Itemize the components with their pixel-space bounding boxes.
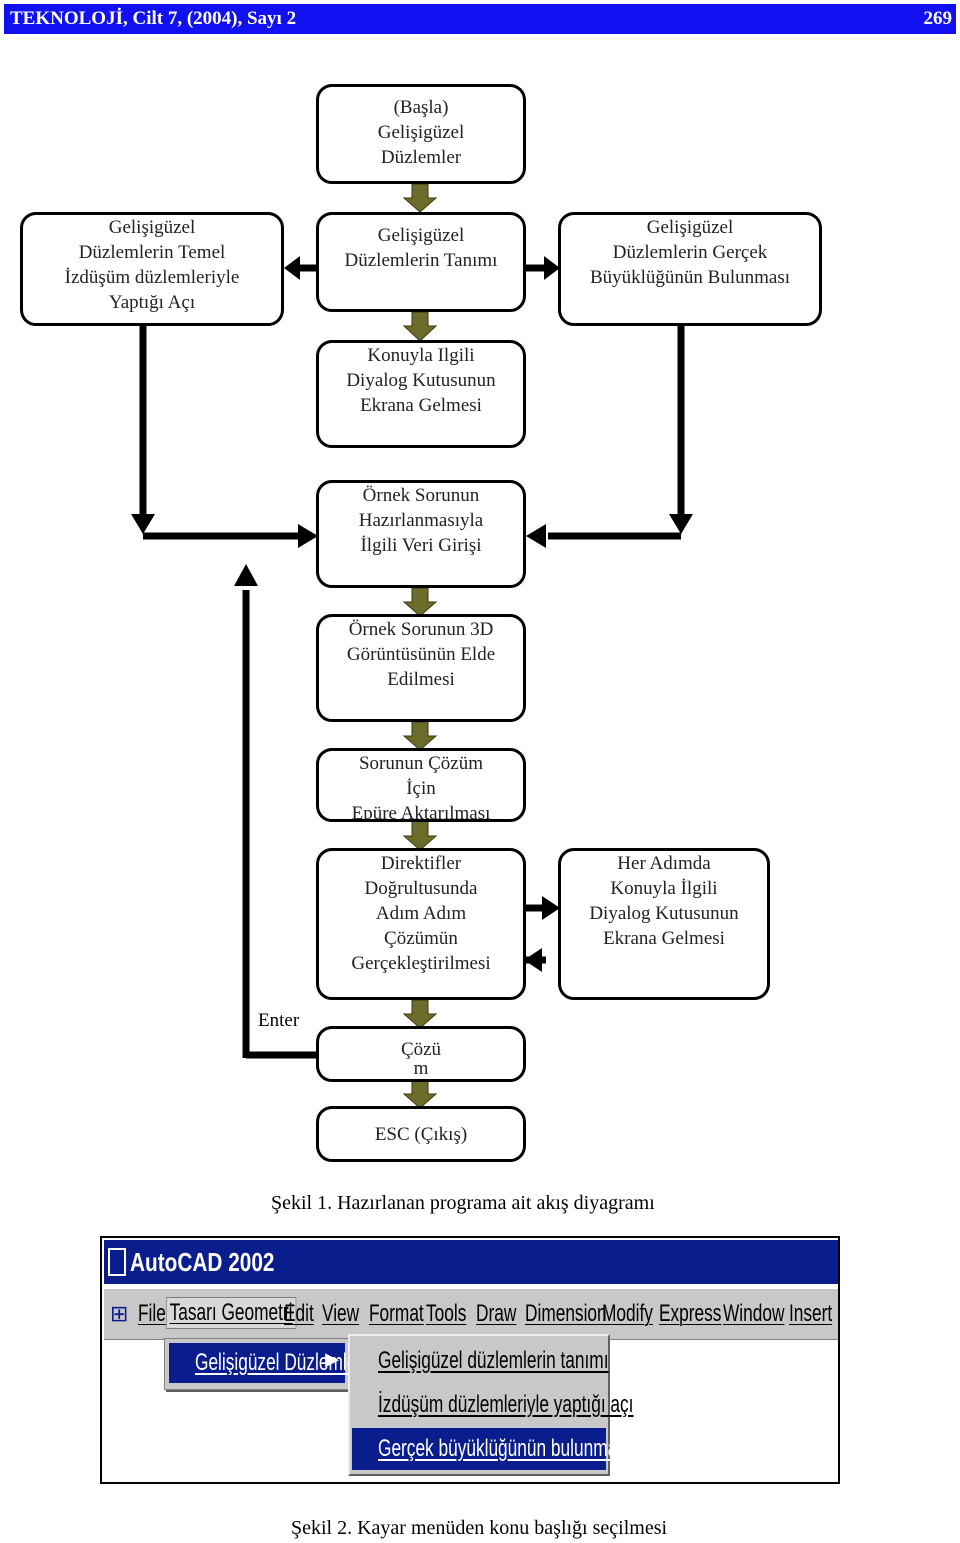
menu-file[interactable]: File	[138, 1300, 166, 1327]
arrow-start-to-definition	[402, 183, 438, 213]
box-step-dialog: Her Adımda Konuyla İlgili Diyalog Kutusu…	[558, 848, 770, 1000]
box-definition: Gelişigüzel Düzlemlerin Tanımı	[316, 212, 526, 312]
autocad-menubar: ⊞ File Tasarı Geometri Edit View Format …	[104, 1288, 838, 1340]
menu-dimension[interactable]: Dimension	[525, 1300, 607, 1327]
autocad-screenshot: AutoCAD 2002 ⊞ File Tasarı Geometri Edit…	[100, 1236, 840, 1484]
arrow-definition-to-dialog	[402, 311, 438, 342]
flowchart-connectors	[131, 183, 693, 1109]
menu-format[interactable]: Format	[369, 1300, 424, 1327]
arrowhead-to-truesize-box	[544, 256, 560, 280]
flyout-item-definition[interactable]: Gelişigüzel düzlemlerin tanımı	[378, 1347, 609, 1374]
arrowhead-left-down	[131, 514, 155, 534]
enter-label: Enter	[258, 1010, 300, 1031]
menu-draw[interactable]: Draw	[476, 1300, 517, 1327]
arrow-view3d-to-epure	[402, 721, 438, 751]
box-dialog: Konuyla Ilgili Diyalog Kutusunun Ekrana …	[316, 340, 526, 448]
submenu-arrow-icon: ▶	[325, 1349, 339, 1369]
arrow-epure-to-directives	[402, 820, 438, 851]
arrowhead-to-angle-box	[284, 256, 300, 280]
autocad-titlebar: AutoCAD 2002	[104, 1240, 838, 1284]
box-angle: Gelişigüzel Düzlemlerin Temel İzdüşüm dü…	[20, 212, 284, 326]
figure1-caption: Şekil 1. Hazırlanan programa ait akış di…	[271, 1192, 655, 1214]
document-icon[interactable]: ⊞	[110, 1301, 129, 1326]
menu-window[interactable]: Window	[723, 1300, 785, 1327]
menu-edit[interactable]: Edit	[284, 1300, 314, 1327]
menu-express[interactable]: Express	[659, 1300, 722, 1327]
box-epure: Sorunun Çözüm İçin Epüre Aktarılması	[316, 748, 526, 822]
submenu-panel: Gelişigüzel Düzlemler ▶	[164, 1338, 362, 1390]
menu-tools[interactable]: Tools	[426, 1300, 467, 1327]
arrowhead-to-step-dialog	[542, 896, 560, 920]
figure2-caption: Şekil 2. Kayar menüden konu başlığı seçi…	[291, 1517, 668, 1539]
arrowhead-right-down	[669, 514, 693, 534]
arrowhead-back-to-directives	[524, 948, 542, 972]
menu-modify[interactable]: Modify	[602, 1300, 653, 1327]
flyout-item-true-size[interactable]: Gerçek büyüklüğünün bulunması	[352, 1428, 631, 1470]
page-header: TEKNOLOJİ, Cilt 7, (2004), Sayı 2 269	[4, 4, 956, 34]
box-directives: Direktifler Doğrultusunda Adım Adım Çözü…	[316, 848, 526, 1000]
arrow-solution-to-esc	[402, 1080, 438, 1109]
submenu-item-gelisiguzel[interactable]	[169, 1343, 345, 1383]
menu-insert[interactable]: Insert	[789, 1300, 833, 1327]
arrowhead-to-data-left	[298, 524, 318, 548]
box-start: (Başla) Gelişigüzel Düzlemler	[316, 84, 526, 184]
submenu-item-label: Gelişigüzel Düzlemler	[195, 1349, 363, 1376]
flyout-item-angle[interactable]: İzdüşüm düzlemleriyle yaptığı açı	[378, 1391, 634, 1418]
box-view3d: Örnek Sorunun 3D Görüntüsünün Elde Edilm…	[316, 614, 526, 722]
autocad-app-icon	[108, 1248, 126, 1276]
menu-tasari-geometri[interactable]: Tasarı Geometri	[166, 1297, 297, 1329]
page-number: 269	[923, 8, 953, 29]
journal-title: TEKNOLOJİ, Cilt 7, (2004), Sayı 2	[10, 8, 297, 29]
arrowhead-enter-up	[234, 564, 258, 586]
flyout-menu: Gelişigüzel düzlemlerin tanımı İzdüşüm d…	[348, 1334, 634, 1476]
box-solution: Çözü m	[316, 1026, 526, 1082]
arrow-data-to-view3d	[402, 587, 438, 617]
arrow-directives-to-solution	[402, 999, 438, 1029]
box-data-entry: Örnek Sorunun Hazırlanmasıyla İlgili Ver…	[316, 480, 526, 588]
box-true-size: Gelişigüzel Düzlemlerin Gerçek Büyüklüğü…	[558, 212, 822, 326]
arrowhead-to-data-right	[526, 524, 546, 548]
autocad-title: AutoCAD 2002	[130, 1247, 275, 1277]
box-esc: ESC (Çıkış)	[316, 1106, 526, 1162]
menu-view[interactable]: View	[322, 1300, 360, 1327]
